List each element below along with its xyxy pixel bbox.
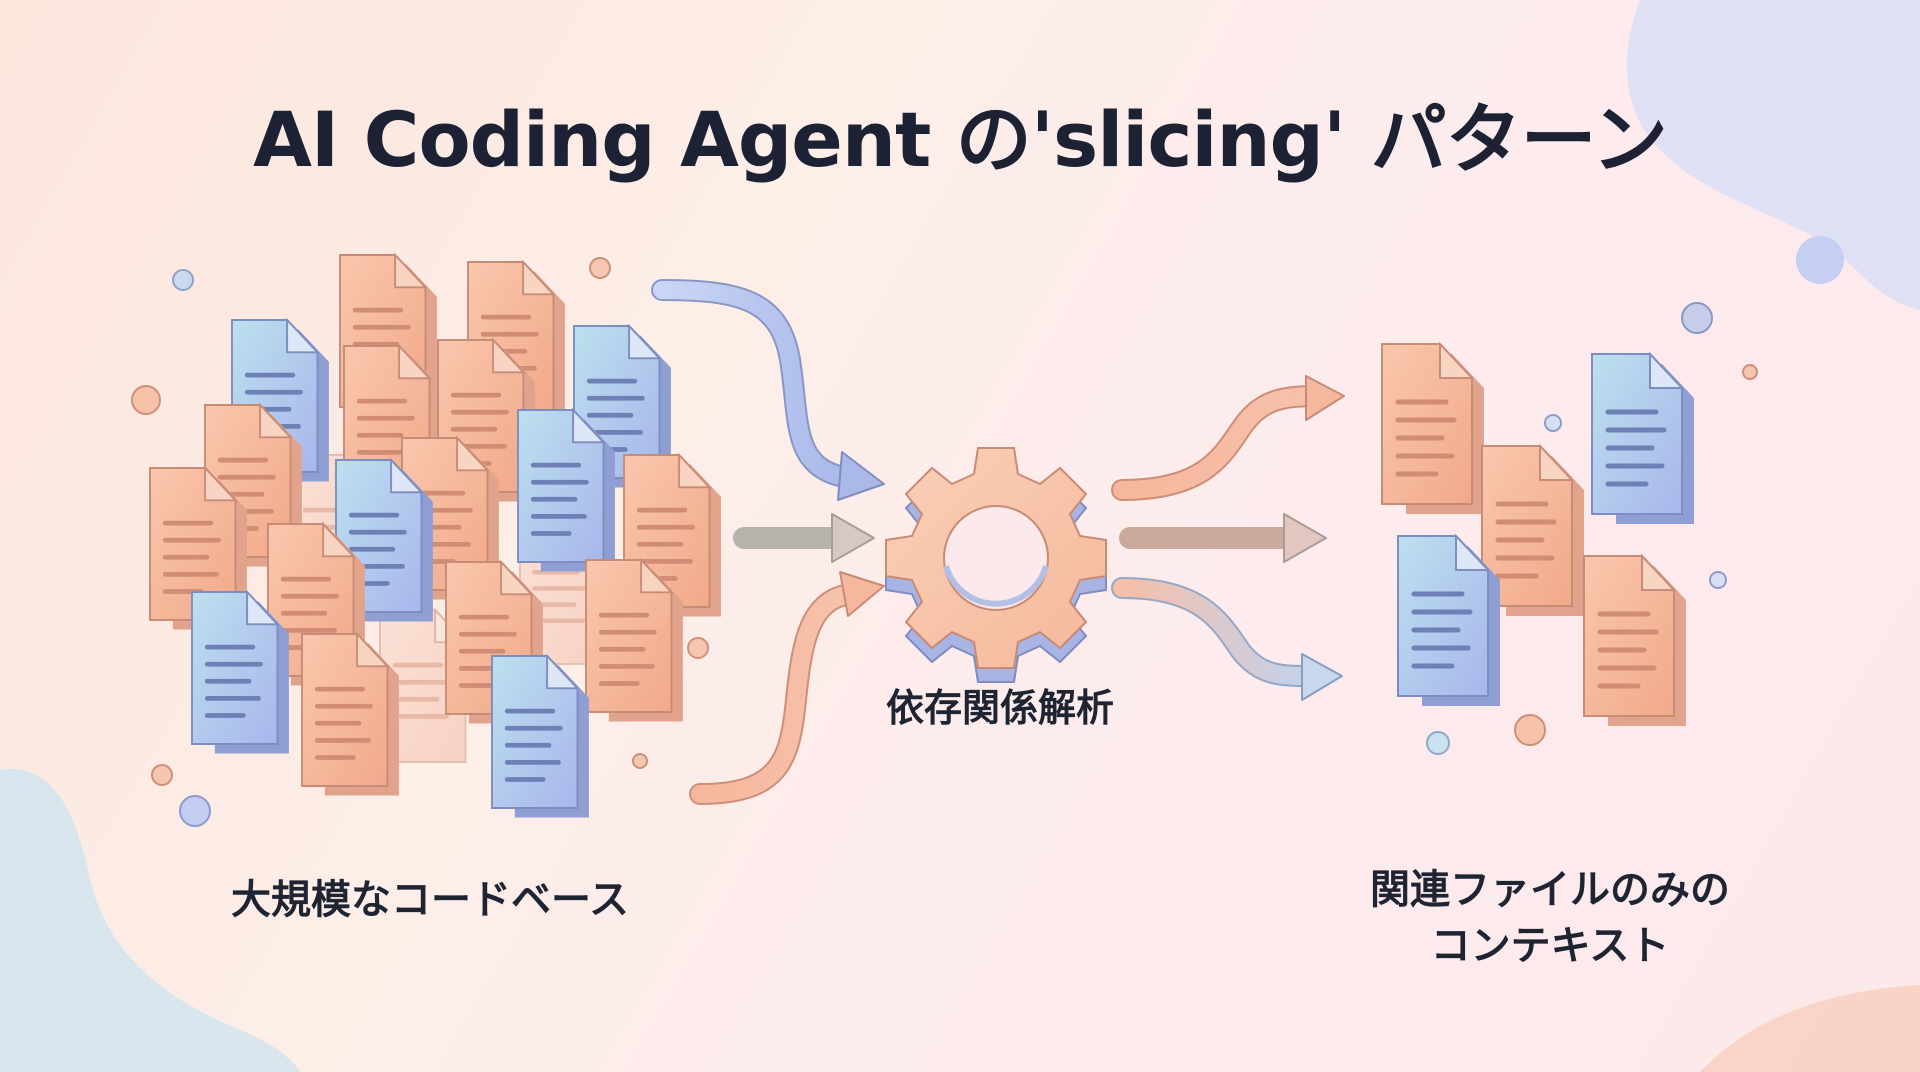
output-arrows (1111, 375, 1345, 701)
relevant-files-cluster (1382, 344, 1694, 726)
input-arrows (651, 279, 885, 805)
background-blob (1626, 0, 1920, 310)
result-label-line1: 関連ファイルのみの (1370, 867, 1730, 913)
background-blob (1700, 985, 1920, 1072)
codebase-cluster (150, 255, 721, 818)
process-label: 依存関係解析 (885, 686, 1114, 730)
arrow-icon (839, 571, 885, 617)
source-label: 大規模なコードベース (231, 877, 629, 923)
page-title: AI Coding Agent の'slicing' パターン (253, 95, 1668, 184)
arrow-icon (831, 513, 875, 563)
arrow-icon (1305, 375, 1345, 421)
result-label: 関連ファイルのみの コンテキスト (1320, 862, 1780, 974)
arrow-icon (837, 451, 885, 501)
background-blob (0, 769, 300, 1072)
arrow-icon (1283, 513, 1327, 563)
result-label-line2: コンテキスト (1430, 923, 1670, 969)
gear-icon (885, 447, 1107, 683)
arrow-icon (1301, 653, 1343, 701)
decorative-dots (131, 236, 1844, 827)
